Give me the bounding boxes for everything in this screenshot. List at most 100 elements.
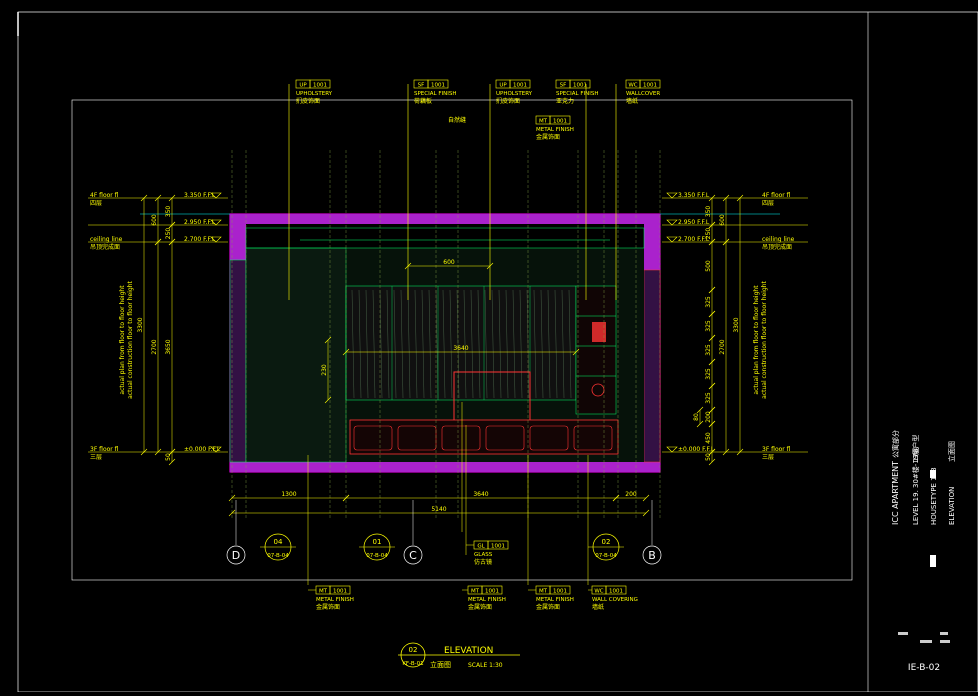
tag-code: SF [560, 83, 567, 89]
tag-num: 1001 [485, 589, 499, 595]
line [421, 289, 425, 399]
line [642, 494, 650, 502]
line [168, 238, 176, 246]
level-cn-left: 四层 [90, 200, 102, 207]
tag-num: 1001 [573, 83, 587, 89]
level-cn-left: 三层 [90, 454, 102, 461]
tag-num: 1001 [643, 83, 657, 89]
line [442, 289, 446, 399]
tag-en: SPECIAL FINISH [414, 91, 456, 97]
dim-right-top3: 250 [705, 228, 712, 240]
dim-left-bottom: 50 [165, 453, 172, 461]
tag-num: 1001 [553, 119, 567, 125]
line [708, 406, 716, 414]
line [736, 194, 744, 202]
line [154, 448, 162, 456]
level-value-right: 2.950 F.F.L [678, 219, 710, 226]
line [708, 221, 716, 229]
dim-inner-side: 230 [321, 364, 328, 376]
level-value-left: 3.350 F.F.L [184, 192, 216, 199]
line [400, 289, 404, 399]
tb-bar [920, 640, 932, 643]
tag-num: 1001 [609, 589, 623, 595]
line [708, 358, 716, 366]
callout-number: 02 [602, 538, 611, 546]
dim-right-top1: 600 [719, 214, 726, 226]
line [324, 336, 332, 344]
tb-bar [898, 632, 908, 635]
level-name-right: 4F floor fl [762, 192, 791, 199]
line [351, 289, 355, 399]
line [140, 448, 148, 456]
callout-ref: 07-B-04 [595, 553, 617, 559]
tb-sheet-number: IE-B-02 [908, 663, 940, 673]
line [708, 334, 716, 342]
callout-number: 04 [274, 538, 283, 546]
tag-code: WC [628, 83, 637, 89]
line [456, 289, 460, 399]
tag-cn: 金属饰面 [536, 133, 560, 141]
tag-num-box [569, 79, 591, 89]
dim-right-stack: 325 [705, 296, 712, 308]
extension-lines [140, 84, 780, 520]
line [168, 458, 176, 466]
dim-bottom-left: 1300 [281, 491, 296, 498]
dim-right-mid: 2700 [719, 339, 726, 354]
tag-en: UPHOLSTERY [496, 91, 533, 97]
line [708, 382, 716, 390]
tb-mark [930, 555, 936, 567]
tag-cn: 金属饰面 [536, 603, 560, 611]
grid-bubble [642, 545, 662, 565]
vertical-note-left: actual construction floor to floor heigh… [127, 281, 134, 399]
dim-bottom-middle: 3640 [473, 491, 488, 498]
tag-num-box [481, 585, 503, 595]
line [154, 238, 162, 246]
line [414, 289, 418, 399]
tag-code: MT [539, 119, 548, 125]
tb-elevation: ELEVATION [948, 487, 956, 525]
callout-number: 01 [373, 538, 382, 546]
dim-left-inner: 3650 [165, 339, 172, 354]
line [561, 289, 565, 399]
grid-letter: B [648, 549, 656, 562]
callout-ref: 07-B-04 [366, 553, 388, 559]
line [168, 448, 176, 456]
line [470, 289, 474, 399]
level-arrow [666, 236, 678, 243]
line [708, 194, 716, 202]
tag-cn: 亚克力 [556, 97, 574, 105]
line [168, 194, 176, 202]
tag-cn: 金属饰面 [316, 603, 340, 611]
line [154, 194, 162, 202]
line [519, 289, 523, 399]
tag-code: SF [418, 83, 425, 89]
vertical-note-right: actual plan from floor to floor height [753, 285, 760, 395]
dim-right-stack: 500 [705, 260, 712, 272]
level-arrow [210, 446, 222, 453]
tag-num-box [329, 585, 351, 595]
tag-num: 1001 [491, 544, 505, 550]
line [540, 289, 544, 399]
line [708, 238, 716, 246]
grid-letter: C [409, 549, 417, 562]
level-value-right: 3.350 F.F.L [678, 192, 710, 199]
tag-en: METAL FINISH [468, 597, 506, 603]
dim-bottom-total: 5140 [431, 506, 446, 513]
grid-letter: D [232, 549, 240, 562]
line [491, 289, 495, 399]
level-arrow [210, 219, 222, 226]
level-value-right: 2.700 F.F.L [678, 236, 710, 243]
level-cn-left: 吊顶完成面 [90, 243, 120, 251]
tag-cn: 荷藕板 [414, 97, 432, 105]
line [228, 494, 236, 502]
tag-code: MT [471, 589, 480, 595]
line [722, 238, 730, 246]
level-name-left: ceiling line [90, 236, 123, 243]
tb-project-cn: 公寓部分 [891, 430, 900, 458]
